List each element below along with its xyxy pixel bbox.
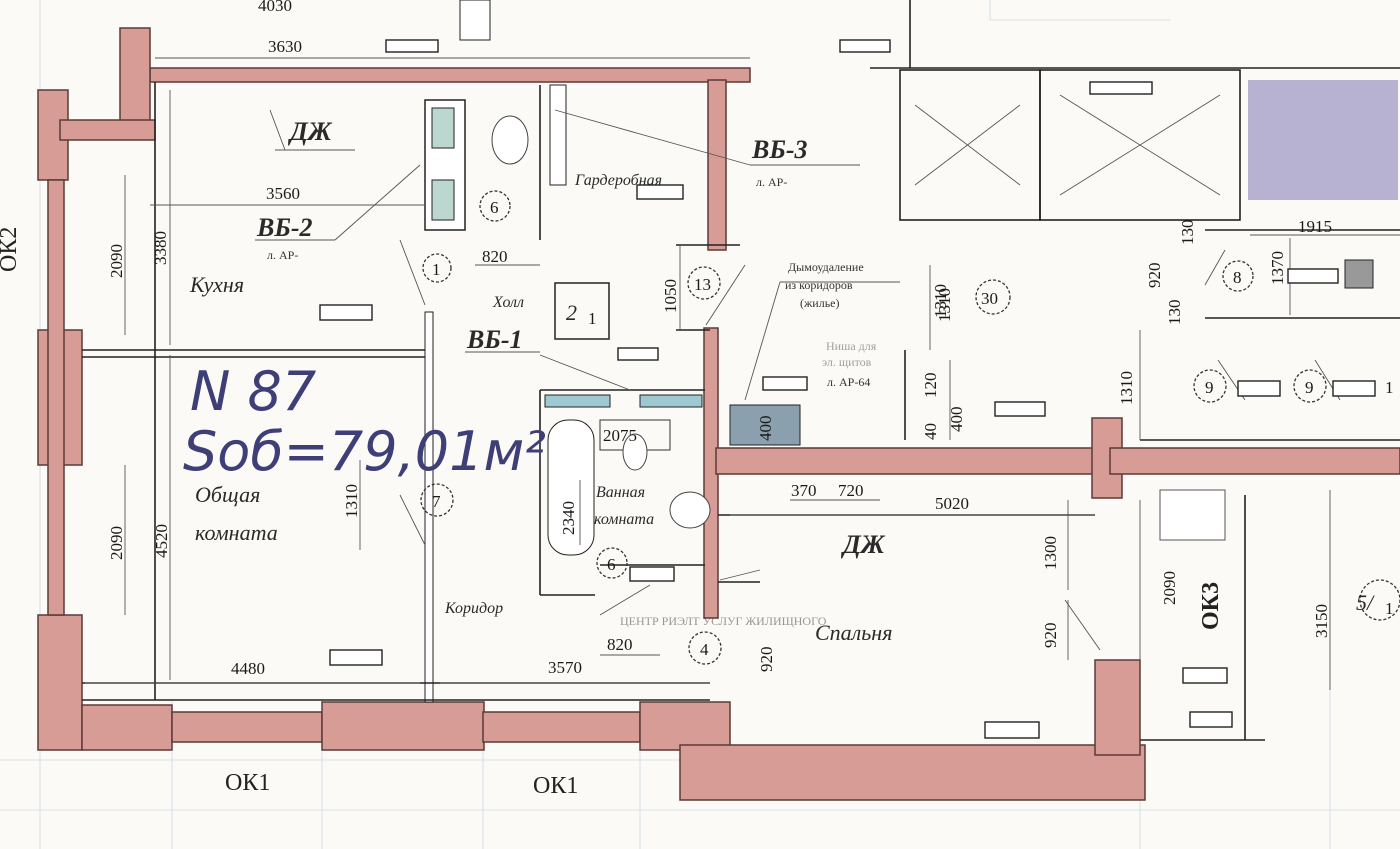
dim-label: 820 xyxy=(482,247,508,266)
room-hall: Холл xyxy=(492,294,524,311)
room-code-box xyxy=(554,282,610,340)
dim-label: 400 xyxy=(947,407,966,433)
room-bedroom: Спальня xyxy=(815,620,892,645)
apartment-number: N 87 xyxy=(190,360,316,423)
dim-label: 1915 xyxy=(1298,217,1332,236)
dim-label: 3630 xyxy=(268,37,302,56)
dim-label: 5020 xyxy=(935,494,969,513)
dim-label: 2090 xyxy=(1160,571,1179,605)
window-label: ОК1 xyxy=(533,773,578,799)
dim-label: 1310 xyxy=(931,284,950,318)
room-living-line1: Общая xyxy=(195,482,260,507)
loggia-tag: ДЖ xyxy=(841,530,886,559)
dim-label: 2075 xyxy=(603,426,637,445)
circle-mark: 9 xyxy=(1205,378,1214,397)
circle-mark: 4 xyxy=(700,640,709,659)
circle-mark: 7 xyxy=(432,492,441,511)
area-label: Sоб=79,01м² xyxy=(183,420,546,483)
niche-note: Ниша для xyxy=(826,339,877,353)
unit-code-sub: 1 xyxy=(1385,599,1394,618)
door-swings xyxy=(399,239,1341,651)
dim-label: 3380 xyxy=(151,231,170,265)
circle-mark: 6 xyxy=(490,198,499,217)
dim-label: 2090 xyxy=(107,244,126,278)
smoke-note: Дымоудаление xyxy=(788,260,864,274)
circle-mark: 1 xyxy=(1385,378,1394,397)
dimension-lines xyxy=(85,57,1400,690)
circle-mark: 6 xyxy=(607,555,616,574)
circle-markers xyxy=(420,190,1400,665)
dim-label: 4030 xyxy=(258,0,292,15)
dim-label: 920 xyxy=(1145,263,1164,289)
dim-label: 4520 xyxy=(152,524,171,558)
dim-label: 1050 xyxy=(661,279,680,313)
dim-label: 3150 xyxy=(1312,604,1331,638)
room-corridor: Коридор xyxy=(444,600,503,617)
room-bathroom-line2: комната xyxy=(594,511,654,528)
dim-label: 3570 xyxy=(548,658,582,677)
window-label: ОК3 xyxy=(1198,582,1224,630)
vb-tag: ВБ-1 xyxy=(466,325,523,354)
smoke-note: (жилье) xyxy=(800,296,840,310)
smoke-note: из коридоров xyxy=(785,278,853,292)
dim-label: 4480 xyxy=(231,659,265,678)
dim-label: 1310 xyxy=(1117,371,1136,405)
dim-label: 3560 xyxy=(266,184,300,203)
circle-mark: 13 xyxy=(694,275,711,294)
niche-note: эл. щитов xyxy=(822,355,872,369)
fixture-marks xyxy=(319,39,1376,739)
vb-ref: л. АР- xyxy=(267,248,298,262)
loggia-tag: ДЖ xyxy=(288,117,333,146)
room-living-line2: комната xyxy=(195,520,278,545)
circle-mark: 9 xyxy=(1305,378,1314,397)
dim-label: 400 xyxy=(756,416,775,442)
dim-label: 920 xyxy=(757,647,776,673)
dim-label: 1370 xyxy=(1268,251,1287,285)
dim-label: 1300 xyxy=(1041,536,1060,570)
circle-mark: 8 xyxy=(1233,268,1242,287)
vb-tag: ВБ-3 xyxy=(751,135,808,164)
window-label: ОК1 xyxy=(225,770,270,796)
partitions xyxy=(82,0,1400,741)
dim-label: 1310 xyxy=(935,288,954,322)
room-kitchen: Кухня xyxy=(189,272,244,297)
dim-label: 120 xyxy=(921,373,940,399)
room-code-sub: 1 xyxy=(588,309,597,328)
watermark: ЦЕНТР РИЭЛТ УСЛУГ ЖИЛИЩНОГО xyxy=(620,614,827,628)
circle-mark: 30 xyxy=(981,289,998,308)
dim-label: 2340 xyxy=(559,501,578,535)
dim-label: 720 xyxy=(838,481,864,500)
dim-label: 370 xyxy=(791,481,817,500)
unit-code: 5/ xyxy=(1356,590,1375,615)
window-label: ОК2 xyxy=(0,227,22,272)
vb-tag: ВБ-2 xyxy=(256,213,313,242)
dim-label: 40 xyxy=(921,423,940,440)
dim-label: 920 xyxy=(1041,623,1060,649)
dim-label: 130 xyxy=(1178,220,1197,246)
room-code: 2 xyxy=(566,300,577,325)
vb-ref: л. АР- xyxy=(756,175,787,189)
walls xyxy=(37,27,1400,801)
dim-label: 1310 xyxy=(342,484,361,518)
dim-label: 820 xyxy=(607,635,633,654)
room-bathroom-line1: Ванная xyxy=(596,484,645,501)
niche-note-ref: л. АР-64 xyxy=(827,375,870,389)
dim-label: 2090 xyxy=(107,526,126,560)
circle-mark: 1 xyxy=(432,260,441,279)
dim-label: 130 xyxy=(1165,300,1184,326)
